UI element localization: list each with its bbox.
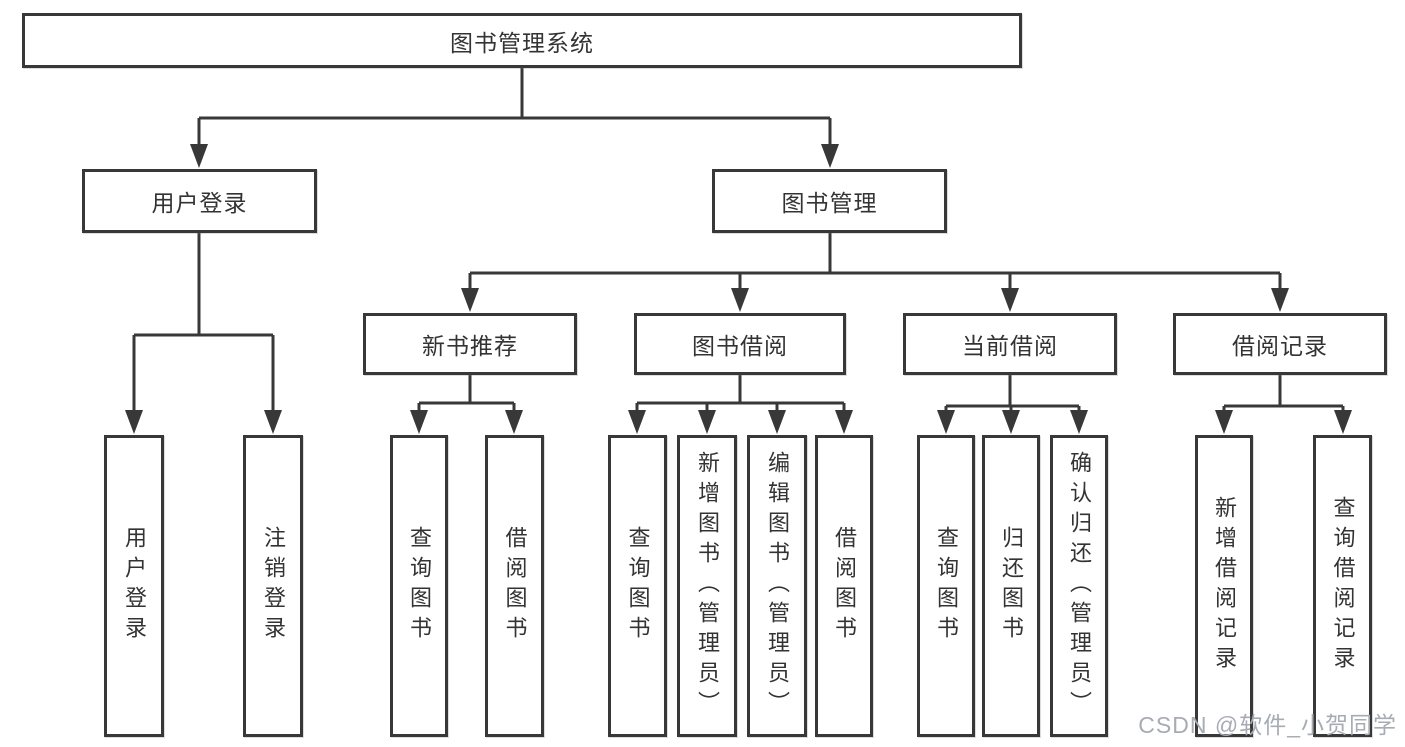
arrowhead [410, 410, 428, 434]
arrowhead [461, 288, 479, 312]
node-book-management-label: 图书管理 [781, 190, 878, 216]
node-current-borrowing-label: 当前借阅 [962, 333, 1058, 359]
arrowhead [505, 410, 523, 434]
arrowhead [937, 410, 955, 434]
arrowhead [628, 410, 646, 434]
arrowhead [190, 144, 208, 168]
leaf-borrow-books-recommend: 借阅图书 [485, 435, 544, 737]
node-new-book-recommendation: 新书推荐 [363, 313, 577, 375]
leaf-return-books-label: 归还图书 [999, 526, 1024, 646]
leaf-query-borrow-record: 查询借阅记录 [1313, 435, 1372, 737]
node-user-login-label: 用户登录 [151, 190, 248, 216]
leaf-edit-book-admin-label: 编辑图书（管理员） [765, 451, 790, 721]
arrowhead [264, 410, 282, 434]
leaf-add-borrow-record: 新增借阅记录 [1195, 435, 1253, 737]
leaf-return-books: 归还图书 [982, 435, 1040, 737]
leaf-add-book-admin: 新增图书（管理员） [677, 435, 737, 737]
node-new-book-recommendation-label: 新书推荐 [422, 333, 518, 359]
leaf-query-borrow-record-label: 查询借阅记录 [1330, 496, 1356, 676]
arrowhead [768, 410, 786, 434]
arrowhead [1334, 410, 1352, 434]
node-user-login: 用户登录 [82, 169, 317, 233]
arrowhead [835, 410, 853, 434]
arrowhead [1002, 410, 1020, 434]
leaf-confirm-return-admin: 确认归还（管理员） [1050, 435, 1108, 737]
leaf-user-login-label: 用户登录 [122, 526, 147, 646]
leaf-query-books-recommend: 查询图书 [390, 435, 448, 737]
leaf-query-books-recommend-label: 查询图书 [407, 526, 432, 646]
arrowhead [821, 144, 839, 168]
arrowhead [1271, 288, 1289, 312]
arrowhead [1215, 410, 1233, 434]
arrowhead [1001, 288, 1019, 312]
node-library-system-label: 图书管理系统 [450, 29, 594, 56]
leaf-query-books-current: 查询图书 [917, 435, 975, 737]
node-book-borrowing: 图书借阅 [634, 313, 846, 375]
leaf-query-books-current-label: 查询图书 [934, 526, 959, 646]
arrowhead [698, 410, 716, 434]
leaf-borrow-books-borrowing: 借阅图书 [815, 435, 873, 737]
leaf-add-book-admin-label: 新增图书（管理员） [695, 451, 720, 721]
leaf-logout-label: 注销登录 [261, 526, 286, 646]
leaf-logout: 注销登录 [243, 435, 303, 737]
leaf-query-books-borrowing: 查询图书 [608, 435, 667, 737]
arrowhead [1070, 410, 1088, 434]
leaf-borrow-books-recommend-label: 借阅图书 [502, 526, 528, 646]
arrowhead [125, 410, 143, 434]
leaf-add-borrow-record-label: 新增借阅记录 [1212, 496, 1237, 676]
node-book-management: 图书管理 [712, 169, 947, 233]
node-borrowing-records: 借阅记录 [1173, 313, 1387, 375]
arrowhead [731, 288, 749, 312]
leaf-edit-book-admin: 编辑图书（管理员） [747, 435, 807, 737]
leaf-borrow-books-borrowing-label: 借阅图书 [832, 526, 857, 646]
node-book-borrowing-label: 图书借阅 [692, 333, 788, 359]
node-borrowing-records-label: 借阅记录 [1232, 333, 1328, 359]
leaf-confirm-return-admin-label: 确认归还（管理员） [1067, 451, 1092, 721]
node-library-system: 图书管理系统 [22, 13, 1022, 68]
leaf-query-books-borrowing-label: 查询图书 [625, 526, 651, 646]
leaf-user-login: 用户登录 [104, 435, 164, 737]
node-current-borrowing: 当前借阅 [903, 313, 1117, 375]
